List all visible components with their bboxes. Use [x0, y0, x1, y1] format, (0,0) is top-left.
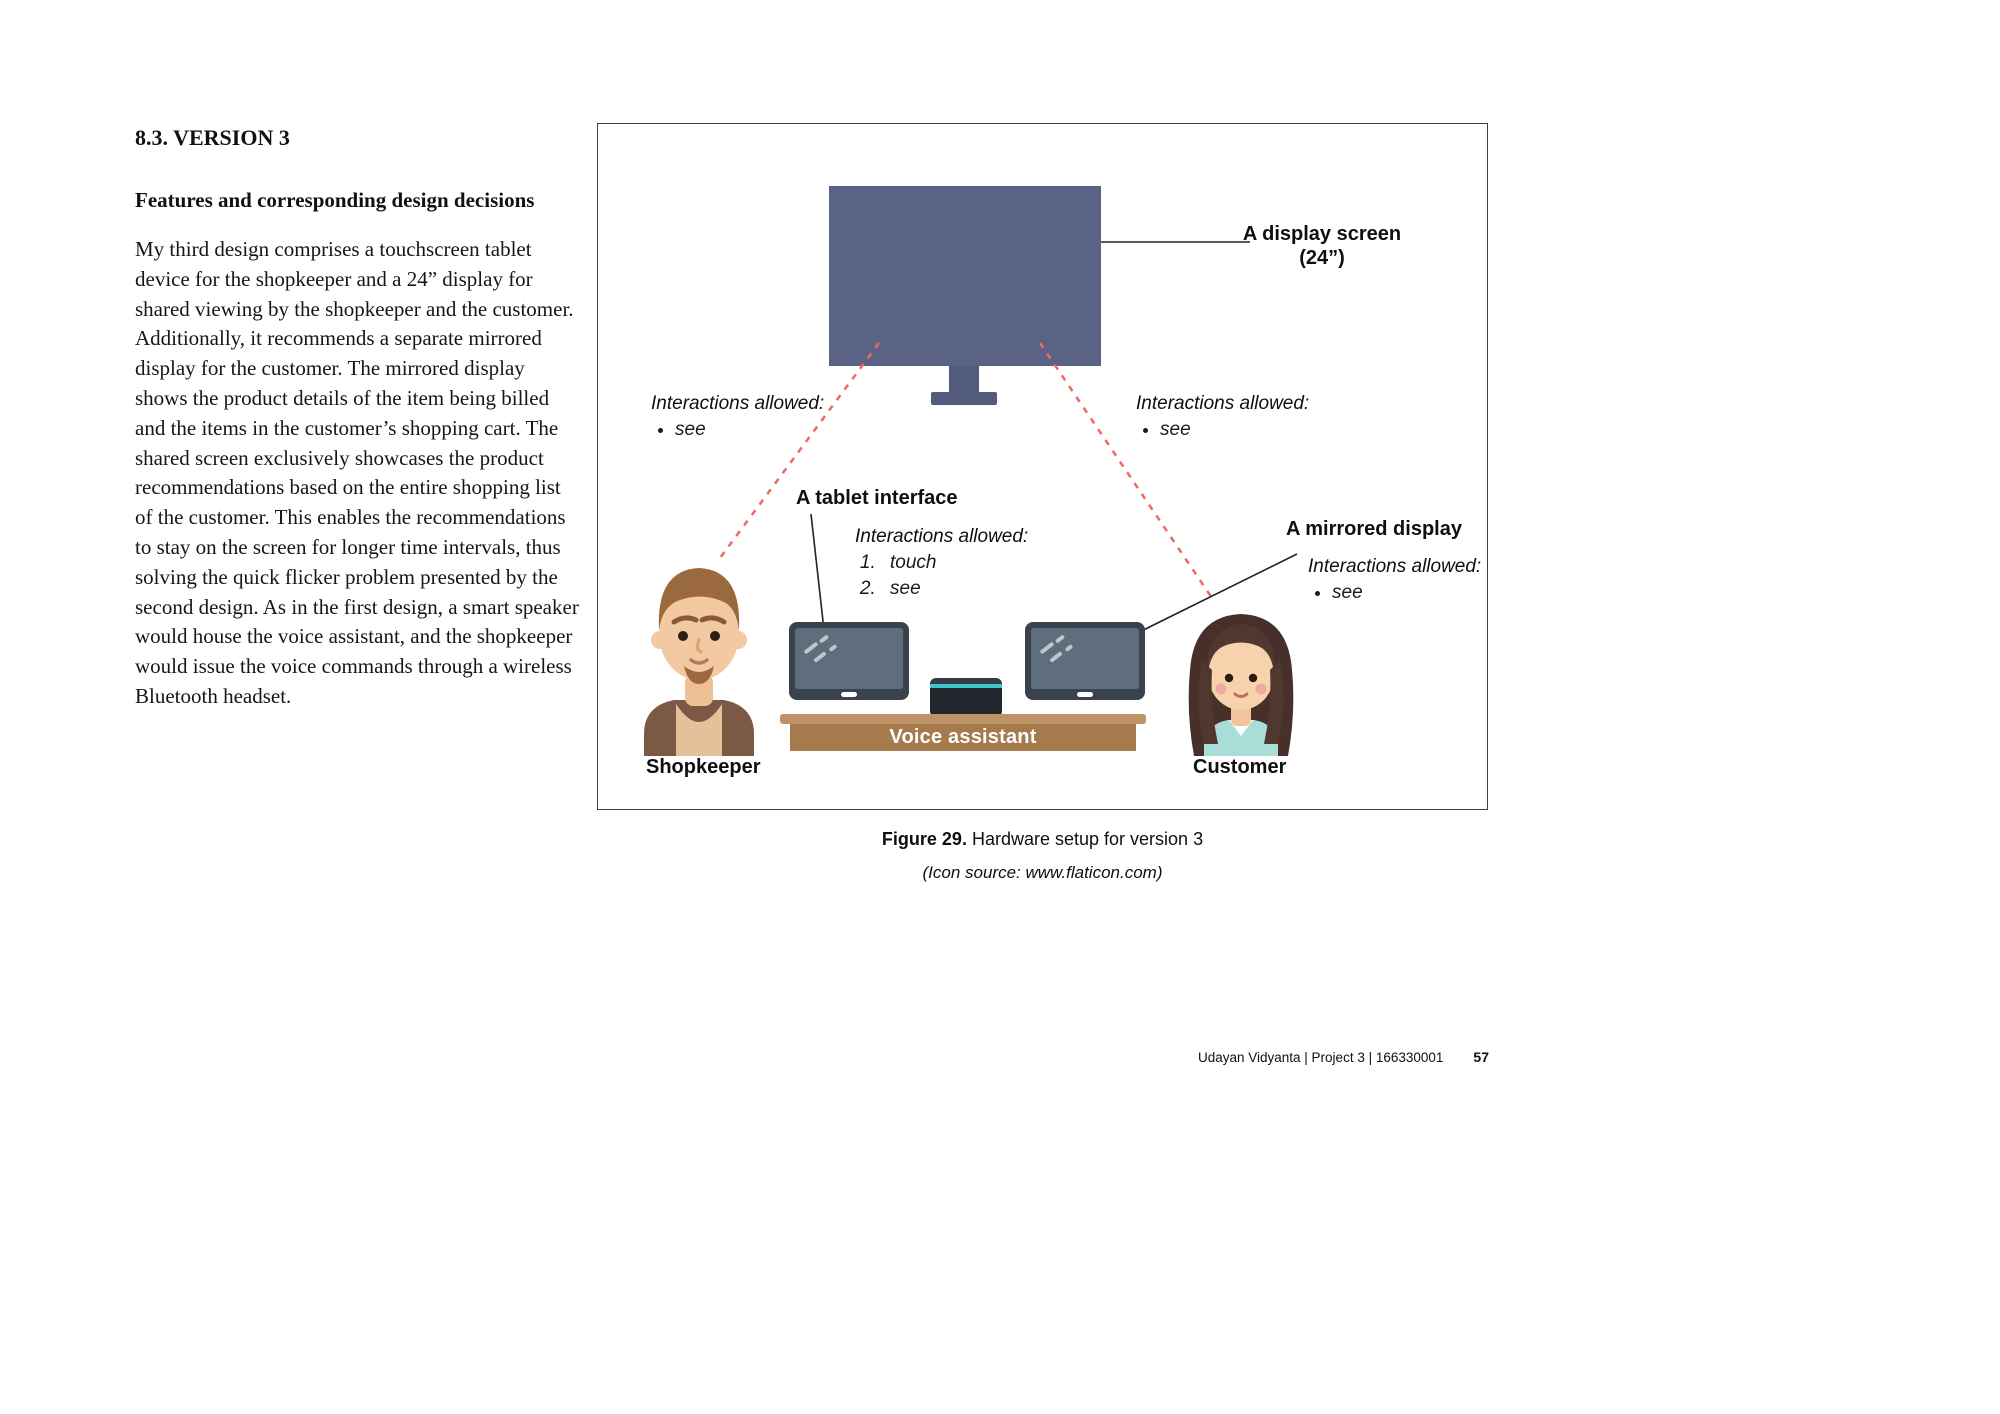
interaction-item: see — [1332, 581, 1483, 604]
figure-29-hardware-setup: A display screen (24”) Interactions allo… — [597, 123, 1488, 810]
voice-assistant-speaker — [930, 678, 1002, 718]
features-subheading: Features and corresponding design decisi… — [135, 188, 535, 212]
tablet-home-button — [841, 692, 857, 697]
interactions-shopkeeper-display: Interactions allowed: see — [651, 392, 831, 441]
mirrored-display-callout: A mirrored display — [1286, 518, 1462, 540]
display-callout-line1: A display screen — [1242, 223, 1402, 245]
display-screen-illustration — [829, 186, 1101, 366]
tablet-interface-callout: A tablet interface — [796, 487, 958, 509]
body-paragraph: My third design comprises a touchscreen … — [135, 237, 579, 708]
customer-illustration — [1188, 614, 1294, 756]
interactions-title: Interactions allowed: — [1136, 393, 1310, 414]
interaction-item: touch — [881, 551, 1045, 574]
monitor-stand-base — [931, 392, 997, 405]
tablet-callout-line — [810, 513, 826, 640]
speaker-top-cap — [930, 678, 1002, 684]
interactions-title: Interactions allowed: — [855, 526, 1029, 547]
footer-credit: Udayan Vidyanta | Project 3 | 166330001 — [1197, 1050, 1444, 1065]
table-illustration: Voice assistant — [790, 724, 1136, 751]
interaction-item: see — [881, 577, 1045, 600]
shopkeeper-illustration — [644, 568, 754, 756]
interactions-title: Interactions allowed: — [651, 393, 825, 414]
figure-caption-text: Hardware setup for version 3 — [971, 829, 1204, 849]
interactions-tablet: Interactions allowed: touch see — [855, 525, 1045, 600]
mirrored-display-illustration — [1025, 622, 1145, 700]
tablet-illustration — [789, 622, 909, 700]
figure-caption-source: (Icon source: www.flaticon.com) — [922, 863, 1163, 882]
figure-caption-line: Figure 29. Hardware setup for version 3 — [597, 829, 1488, 850]
interaction-item: see — [675, 418, 831, 441]
interaction-item: see — [1160, 418, 1316, 441]
figure-caption: Figure 29. Hardware setup for version 3 … — [597, 829, 1488, 883]
display-screen-callout: A display screen (24”) — [1232, 222, 1412, 270]
customer-label: Customer — [1193, 756, 1287, 778]
voice-assistant-label: Voice assistant — [889, 726, 1037, 748]
section-heading: 8.3. VERSION 3 — [135, 125, 290, 150]
display-callout-line2: (24”) — [1299, 247, 1345, 269]
interactions-title: Interactions allowed: — [1308, 556, 1482, 577]
text-column: 8.3. VERSION 3 Features and correspondin… — [135, 125, 582, 712]
figure-caption-number: Figure 29. — [881, 829, 967, 849]
shopkeeper-label: Shopkeeper — [646, 756, 761, 778]
speaker-light-ring — [930, 684, 1002, 688]
monitor-stand-neck — [949, 366, 979, 392]
tablet-screen — [795, 628, 903, 689]
table-top — [780, 714, 1146, 724]
tablet-home-button — [1077, 692, 1093, 697]
footer-page-number: 57 — [1473, 1049, 1489, 1065]
page-footer: Udayan Vidyanta | Project 3 | 166330001 … — [1198, 1049, 1489, 1065]
sightline-customer-display — [1038, 342, 1216, 602]
tablet-screen — [1031, 628, 1139, 689]
interactions-mirrored-display: Interactions allowed: see — [1308, 555, 1483, 604]
interactions-customer-display: Interactions allowed: see — [1136, 392, 1316, 441]
